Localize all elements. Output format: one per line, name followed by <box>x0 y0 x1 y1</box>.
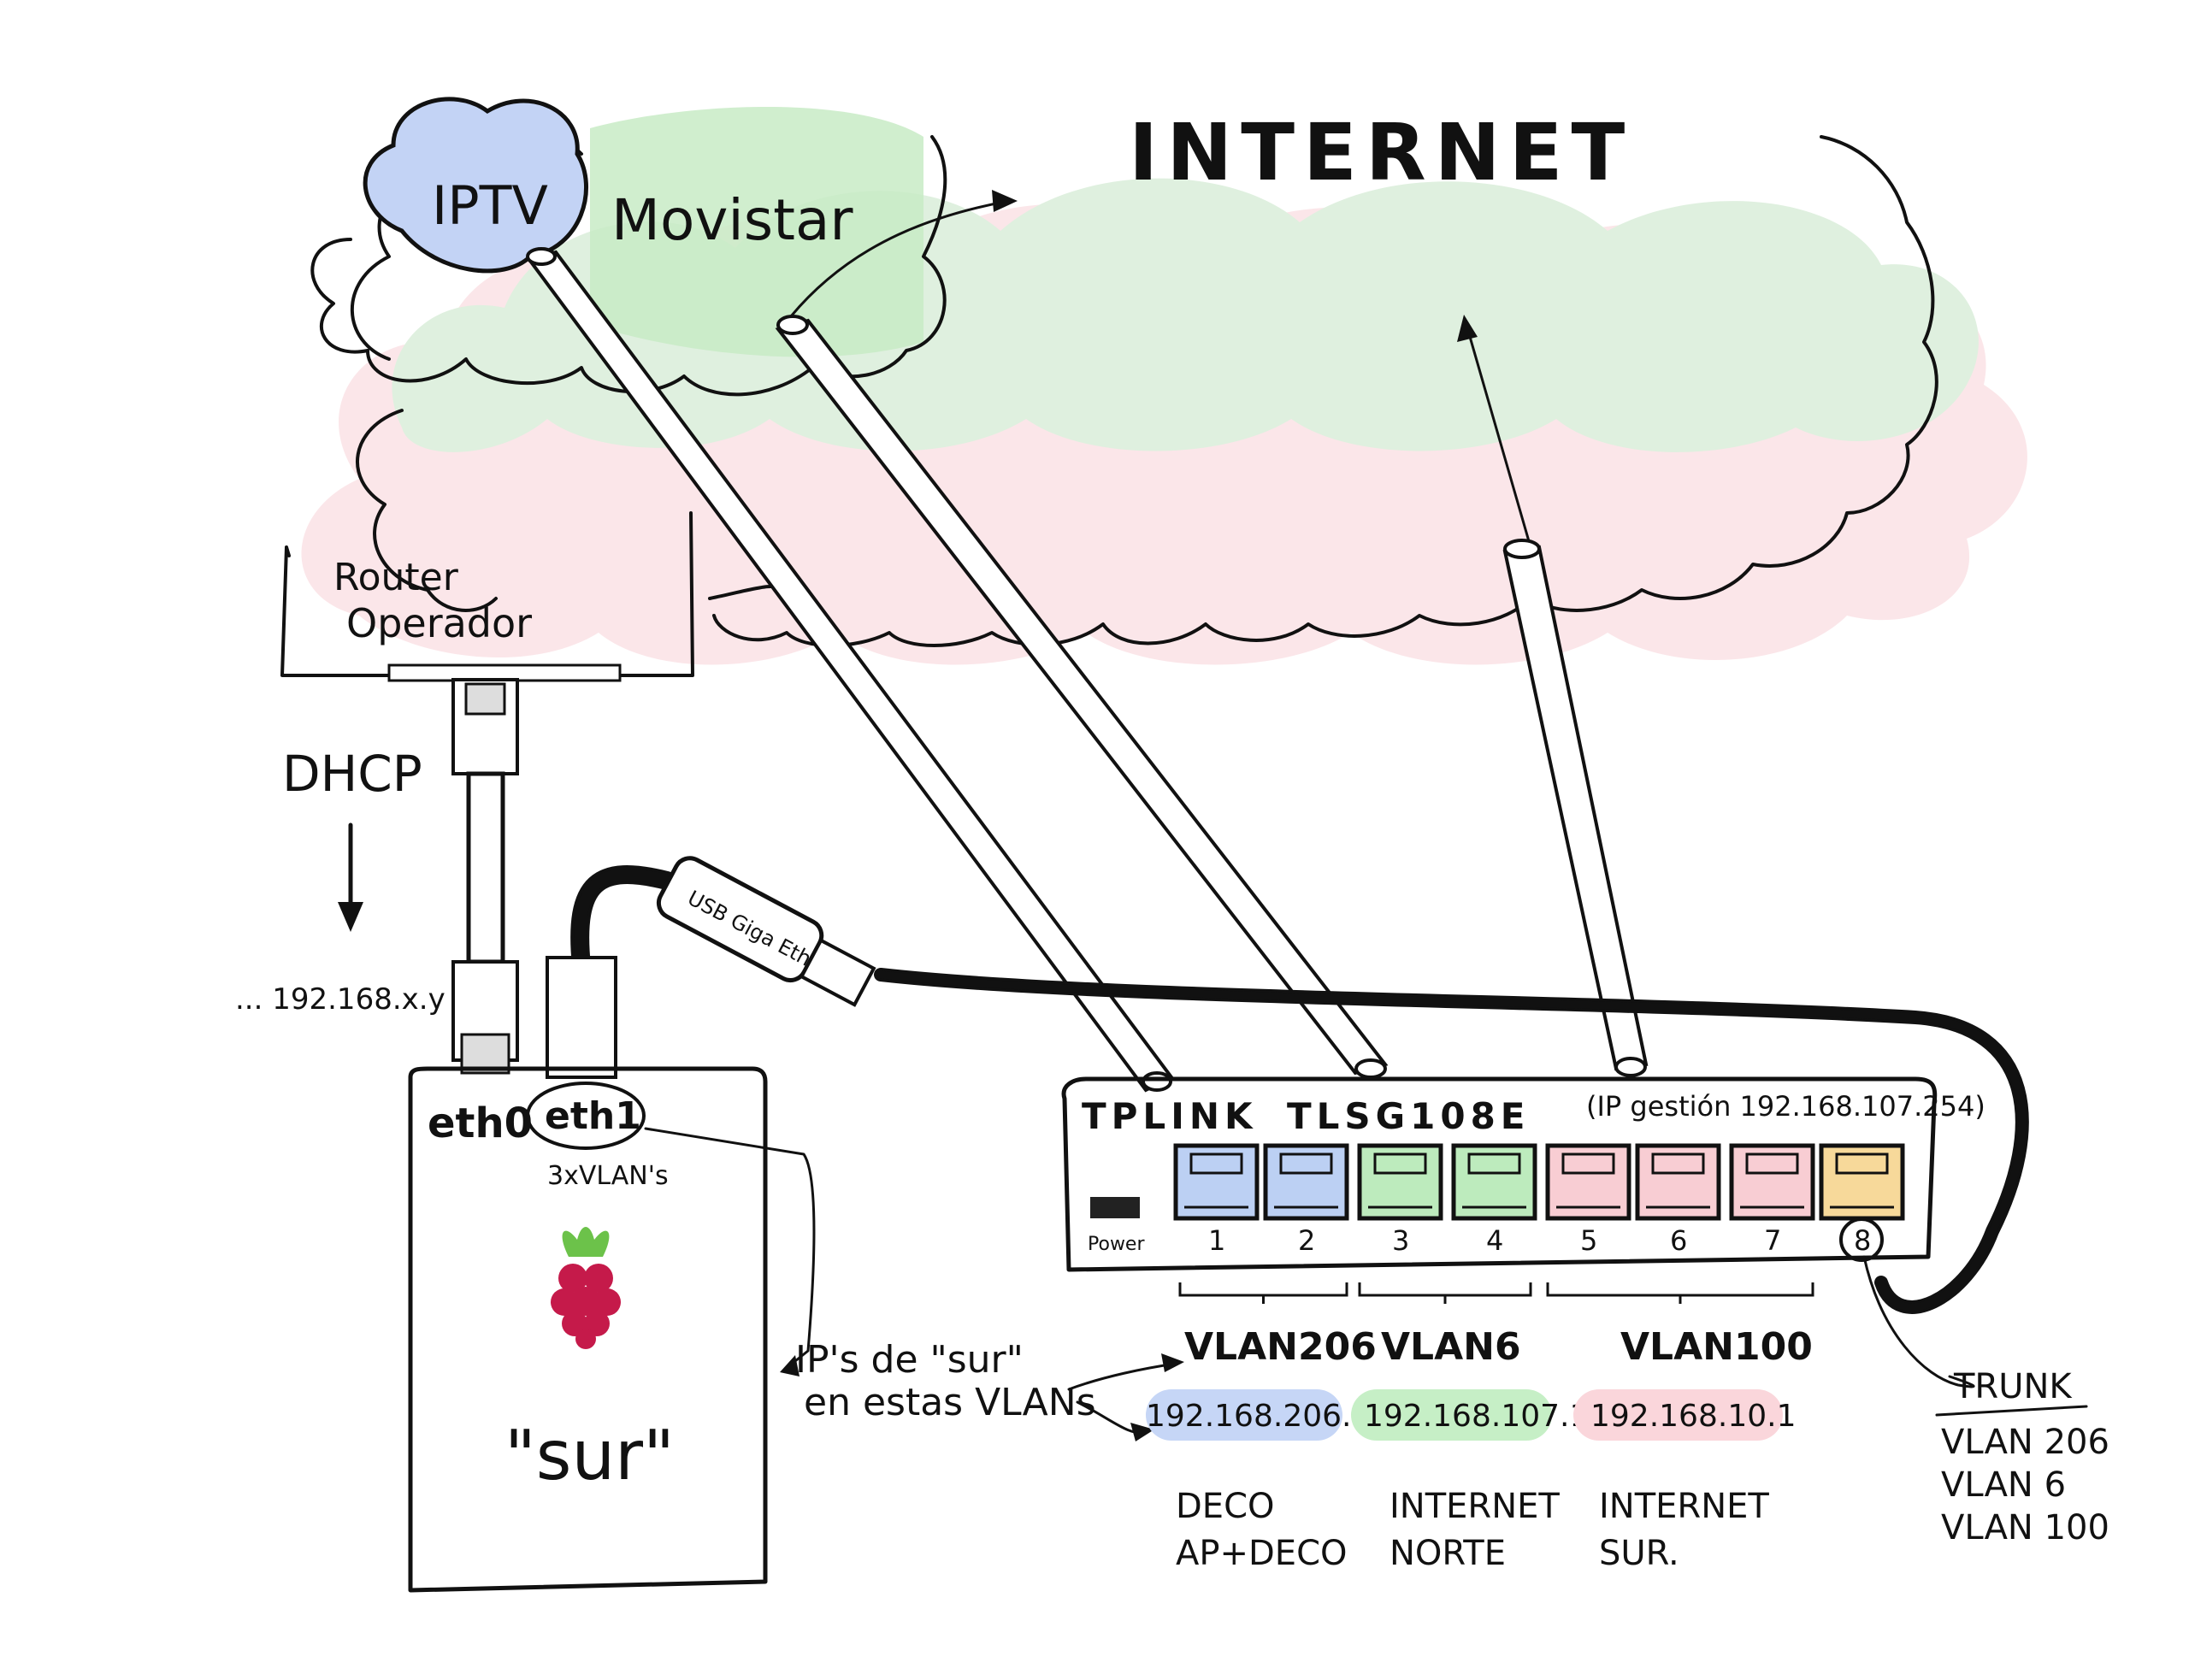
internet-arrow <box>1465 323 1532 549</box>
power-led <box>1090 1197 1140 1218</box>
internet-cloud <box>301 107 2027 665</box>
eth1-label: eth1 <box>545 1094 641 1138</box>
switch-port-7: 7 <box>1729 1143 1815 1257</box>
internet-title: INTERNET <box>1129 107 1633 198</box>
movistar-label: Movistar <box>611 187 853 253</box>
trunk-vlan-1: VLAN 206 <box>1941 1423 2109 1462</box>
vlans-label: 3xVLAN's <box>547 1161 669 1191</box>
switch-port-8: 8 <box>1819 1143 1905 1262</box>
cable-eth0 <box>451 678 519 1075</box>
switch-port-1: 1 <box>1173 1143 1260 1257</box>
raspberry-logo-icon <box>551 1227 621 1349</box>
port-number-label: 5 <box>1580 1224 1597 1257</box>
vlan-ip-highlight <box>1351 1389 1552 1441</box>
switch-port-3: 3 <box>1357 1143 1443 1257</box>
vlan-name: VLAN100 <box>1620 1325 1813 1369</box>
port-number-label: 3 <box>1392 1224 1409 1257</box>
movistar-arrowhead <box>992 190 1018 212</box>
trunk-vlan-2: VLAN 6 <box>1941 1465 2066 1505</box>
vlan-bracket <box>1358 1282 1532 1304</box>
pi-name-label: "sur" <box>504 1416 675 1495</box>
note-arrowhead-2 <box>1130 1423 1154 1441</box>
switch-model: TLSG108E <box>1287 1095 1531 1137</box>
movistar-arrow <box>789 199 1011 318</box>
vlan-name: VLAN206 <box>1184 1325 1377 1369</box>
internet-arrowhead <box>1457 315 1478 342</box>
vlan-bracket <box>1546 1282 1814 1304</box>
iptv-bubble: IPTV <box>363 97 589 274</box>
switch-port-2: 2 <box>1263 1143 1349 1257</box>
vlan-desc-line2: SUR. <box>1599 1534 1679 1573</box>
vlan-desc-line1: INTERNET <box>1599 1487 1769 1526</box>
eth1-leader-line <box>644 1127 816 1370</box>
port-8-circle <box>1839 1217 1884 1262</box>
vlan-desc-line1: DECO <box>1176 1487 1275 1526</box>
eth0-label: eth0 <box>428 1099 533 1147</box>
raspberry-pi-sur: eth0 eth1 3xVLAN's "sur" <box>408 1066 768 1593</box>
ips-note-line2: en estas VLANs <box>804 1381 1096 1424</box>
eth1-circle <box>526 1082 646 1150</box>
tplink-switch: TPLINK TLSG108E (IP gestión 192.168.107.… <box>1061 1076 1985 1272</box>
trunk-annotation: TRUNK VLAN 206 VLAN 6 VLAN 100 <box>1862 1255 2109 1547</box>
trunk-vlan-3: VLAN 100 <box>1941 1508 2109 1547</box>
port-number-label: 2 <box>1298 1224 1315 1257</box>
vlan-bracket <box>1178 1282 1348 1304</box>
port-number-label: 4 <box>1486 1224 1503 1257</box>
router-label-line2: Operador <box>346 600 532 646</box>
vlan-name: VLAN6 <box>1381 1325 1521 1369</box>
router-label-line1: Router <box>333 556 459 599</box>
dhcp-label: DHCP <box>282 745 422 803</box>
usb-ethernet-adapter: USB Giga Eth <box>546 856 2029 1314</box>
switch-port-4: 4 <box>1451 1143 1537 1257</box>
tube-internet <box>1502 539 1649 1077</box>
port-number-label: 7 <box>1764 1224 1781 1257</box>
switch-brand: TPLINK <box>1082 1095 1258 1137</box>
eth1-leader-arrowhead <box>780 1355 799 1376</box>
vlan-ip: 192.168.107.1 <box>1364 1399 1589 1434</box>
port-number-label: 8 <box>1854 1224 1871 1257</box>
dhcp-arrowhead <box>338 902 363 932</box>
vlan-ip-highlight <box>1573 1389 1783 1441</box>
eth0-ip-label: ... 192.168.x.y <box>235 982 445 1017</box>
iptv-label: IPTV <box>432 174 548 237</box>
switch-ports: 1 2 3 4 5 6 7 8 <box>1173 1143 1905 1262</box>
trunk-title: TRUNK <box>1953 1367 2073 1406</box>
power-label: Power <box>1088 1234 1145 1255</box>
ips-note-line1: IP's de "sur" <box>795 1338 1024 1382</box>
note-arrowhead-1 <box>1161 1353 1184 1372</box>
vlan-desc-line2: NORTE <box>1390 1534 1506 1573</box>
vlan-ip: 192.168.10.1 <box>1590 1399 1796 1434</box>
vlan-ip: 192.168.206.2 <box>1146 1399 1371 1434</box>
port-number-label: 1 <box>1208 1224 1225 1257</box>
switch-port-5: 5 <box>1545 1143 1631 1257</box>
switch-mgmt-ip: (IP gestión 192.168.107.254) <box>1586 1090 1985 1123</box>
operator-router: Router Operador <box>280 511 694 682</box>
vlan-desc-line1: INTERNET <box>1390 1487 1560 1526</box>
port-number-label: 6 <box>1670 1224 1687 1257</box>
vlan-desc-line2: AP+DECO <box>1176 1534 1348 1573</box>
vlan-ip-highlight <box>1146 1389 1342 1441</box>
switch-port-6: 6 <box>1635 1143 1721 1257</box>
